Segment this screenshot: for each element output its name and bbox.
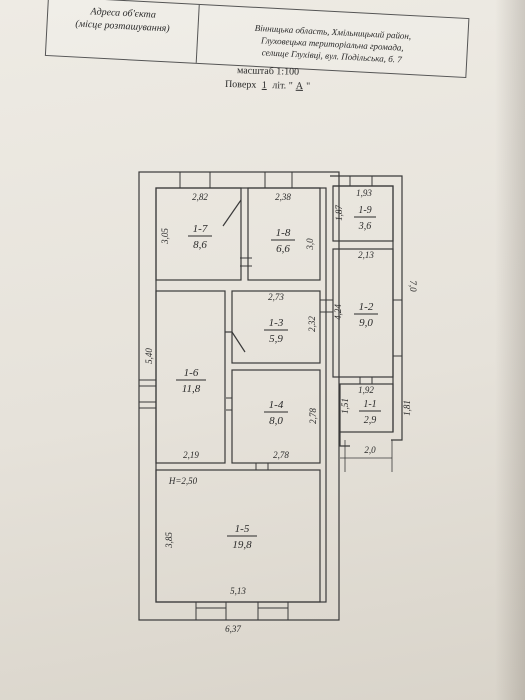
dim-4-24: 4,24 bbox=[333, 304, 343, 320]
door-ticks bbox=[226, 257, 373, 470]
room-1-3 bbox=[231, 290, 321, 364]
room-id-1-1: 1-1 bbox=[363, 399, 376, 410]
dim-6-37: 6,37 bbox=[225, 624, 241, 634]
door-1-7 bbox=[222, 199, 242, 227]
dim-2-82: 2,82 bbox=[192, 192, 208, 202]
dim-2-78-horizontal: 2,78 bbox=[273, 450, 289, 460]
dim-1-51: 1,51 bbox=[340, 398, 350, 414]
room-area-1-2: 9,0 bbox=[359, 317, 373, 329]
room-id-1-2: 1-2 bbox=[359, 301, 374, 313]
dim-2-78-vertical: 2,78 bbox=[308, 408, 318, 424]
room-area-1-7: 8,6 bbox=[193, 239, 207, 251]
room-1-9 bbox=[332, 185, 394, 242]
dim-7-0: 7,0 bbox=[408, 280, 418, 292]
room-id-1-9: 1-9 bbox=[358, 205, 371, 216]
dim-2-19: 2,19 bbox=[183, 450, 199, 460]
ceiling-height: H=2,50 bbox=[168, 476, 198, 486]
room-area-1-4: 8,0 bbox=[269, 415, 283, 427]
room-area-1-8: 6,6 bbox=[276, 243, 290, 255]
room-1-8 bbox=[247, 187, 321, 281]
dim-2-38: 2,38 bbox=[275, 192, 291, 202]
room-1-4 bbox=[231, 369, 321, 464]
room-area-1-1: 2,9 bbox=[364, 415, 377, 426]
outer-wall-annex bbox=[330, 175, 403, 441]
dim-2-13: 2,13 bbox=[358, 250, 374, 260]
dim-5-13: 5,13 bbox=[230, 586, 246, 596]
window-marks bbox=[139, 172, 402, 620]
room-area-1-6: 11,8 bbox=[182, 383, 201, 395]
dim-2-32: 2,32 bbox=[307, 316, 317, 332]
room-area-1-9: 3,6 bbox=[358, 221, 372, 232]
room-1-1 bbox=[339, 383, 394, 433]
dim-3-0: 3,0 bbox=[305, 238, 315, 251]
room-id-1-4: 1-4 bbox=[269, 399, 284, 411]
room-id-1-5: 1-5 bbox=[235, 523, 250, 535]
dim-1-87: 1,87 bbox=[334, 205, 344, 221]
room-1-6 bbox=[155, 290, 226, 464]
dim-1-92: 1,92 bbox=[358, 385, 374, 395]
dim-1-81: 1,81 bbox=[402, 400, 412, 416]
room-id-1-3: 1-3 bbox=[269, 317, 284, 329]
room-1-7 bbox=[155, 187, 242, 281]
room-id-1-7: 1-7 bbox=[193, 223, 208, 235]
room-id-1-6: 1-6 bbox=[184, 367, 199, 379]
dim-3-05: 3,05 bbox=[160, 228, 170, 245]
room-id-1-8: 1-8 bbox=[276, 227, 291, 239]
dim-2-0: 2,0 bbox=[364, 445, 376, 455]
paper-edge-shadow bbox=[495, 0, 525, 700]
room-1-5 bbox=[155, 469, 321, 603]
dim-2-73: 2,73 bbox=[268, 292, 284, 302]
dim-5-40: 5,40 bbox=[144, 348, 154, 364]
room-1-2 bbox=[332, 248, 394, 378]
dim-3-85: 3,85 bbox=[164, 532, 174, 549]
outer-wall-main bbox=[138, 171, 340, 621]
room-area-1-3: 5,9 bbox=[269, 333, 283, 345]
door-1-3 bbox=[231, 331, 246, 353]
dim-1-93: 1,93 bbox=[356, 188, 372, 198]
room-area-1-5: 19,8 bbox=[232, 539, 252, 551]
porch bbox=[339, 432, 350, 447]
